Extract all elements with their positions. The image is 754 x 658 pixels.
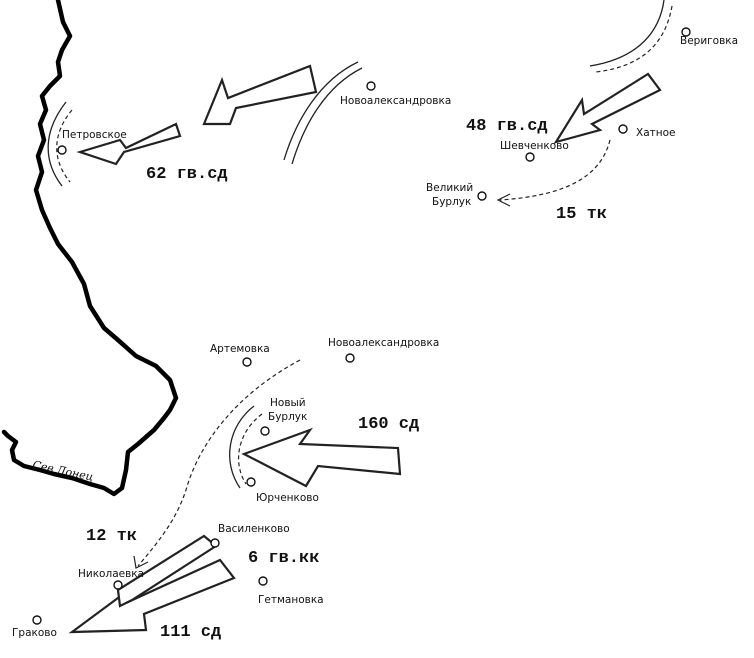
svg-text:Василенково: Василенково — [218, 523, 290, 535]
arrowhead-15-tk — [496, 193, 511, 207]
arrowhead-12-tk — [133, 555, 149, 569]
unit-label-160-sd: 160 сд — [358, 415, 419, 434]
front-line-petrovskoe-dashed — [56, 109, 73, 183]
svg-text:Петровское: Петровское — [62, 129, 127, 141]
settlement-vasilenkovo: Василенково — [210, 523, 290, 548]
unit-label-62-gv-sd: 62 гв.сд — [146, 165, 228, 184]
settlement-getmanovka: Гетмановка — [258, 576, 324, 606]
arrow-111-sd — [68, 558, 236, 634]
svg-text:Артемовка: Артемовка — [210, 343, 270, 355]
svg-text:Вериговка: Вериговка — [680, 35, 738, 47]
settlement-velikiy-burluk: Великий Бурлук — [426, 182, 487, 208]
svg-text:Бурлук: Бурлук — [268, 411, 307, 423]
svg-text:Шевченково: Шевченково — [500, 140, 569, 152]
arrow-48-gv-sd — [553, 72, 662, 144]
settlement-nikolaevka: Николаевка — [78, 568, 144, 590]
river-sev-donets — [1, 0, 179, 497]
svg-text:Хатное: Хатное — [636, 127, 676, 139]
unit-label-15-tk: 15 тк — [556, 205, 607, 224]
settlement-shevchenkovo: Шевченково — [500, 140, 569, 162]
settlement-petrovskoe: Петровское — [57, 129, 127, 155]
route-12-tk — [137, 359, 301, 567]
unit-label-111-sd: 111 сд — [160, 623, 221, 642]
unit-label-48-gv-sd: 48 гв.сд — [466, 117, 548, 136]
front-line-ne-dashed — [595, 5, 673, 73]
settlement-novoalexandrovka-north: Новоалександровка — [340, 81, 451, 107]
svg-text:Гетмановка: Гетмановка — [258, 594, 324, 606]
svg-text:Бурлук: Бурлук — [432, 196, 471, 208]
svg-text:Новый: Новый — [270, 397, 306, 409]
river-label: Сев Донец — [31, 458, 94, 484]
front-line-north-2 — [291, 67, 363, 165]
arrow-160-sd — [241, 427, 402, 488]
settlement-novy-burluk: Новый Бурлук — [260, 397, 307, 436]
settlement-novoalexandrovka-south: Новоалександровка — [328, 337, 439, 363]
arrow-62-gv-sd-east — [202, 64, 318, 126]
svg-text:Николаевка: Николаевка — [78, 568, 144, 580]
settlement-yurchenkovo: Юрченково — [246, 477, 319, 504]
front-line-south — [229, 405, 255, 489]
front-line-south-dashed — [238, 413, 263, 485]
settlement-grakovo: Граково — [12, 615, 57, 639]
svg-text:Новоалександровка: Новоалександровка — [328, 337, 439, 349]
settlement-khatnoe: Хатное — [618, 124, 676, 139]
settlement-verigovka: Вериговка — [680, 27, 738, 47]
svg-text:Граково: Граково — [12, 627, 57, 639]
arrow-62-gv-sd-west — [76, 122, 182, 166]
svg-text:Новоалександровка: Новоалександровка — [340, 95, 451, 107]
front-line-petrovskoe — [47, 101, 67, 187]
arrow-6-gv-kk — [116, 534, 218, 608]
unit-label-12-tk: 12 тк — [86, 527, 137, 546]
route-15-tk — [499, 139, 611, 201]
unit-label-6-gv-kk: 6 гв.кк — [248, 549, 319, 568]
settlement-artemovka: Артемовка — [210, 343, 270, 367]
front-line-north — [283, 61, 359, 161]
front-line-ne — [589, 0, 665, 67]
svg-text:Великий: Великий — [426, 182, 473, 194]
svg-text:Юрченково: Юрченково — [256, 492, 319, 504]
